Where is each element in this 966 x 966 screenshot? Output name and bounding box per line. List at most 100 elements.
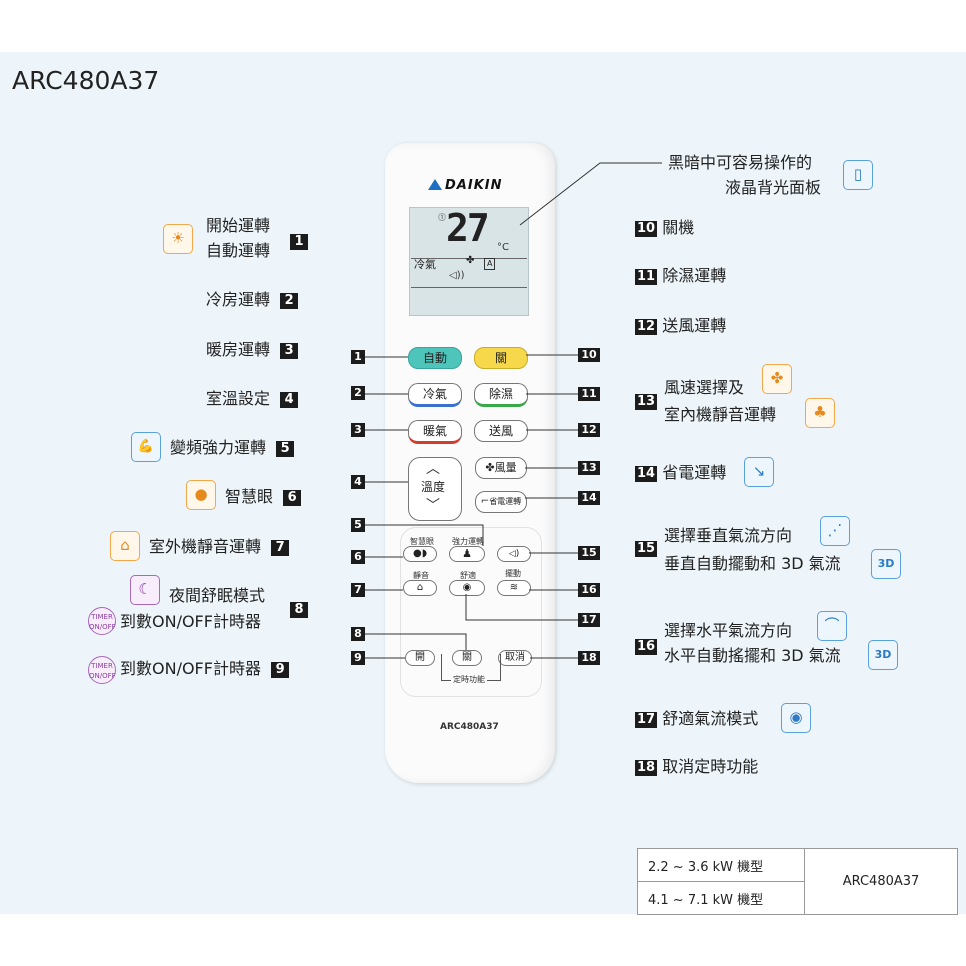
powerful-label: 強力運轉 (452, 537, 484, 546)
callout-6: 6 (351, 550, 365, 564)
label-comfort-text: 舒適氣流模式 (662, 709, 759, 728)
3d-airflow-icon-vertical: 3D (871, 549, 901, 579)
speaker-icon: ◁) (508, 549, 520, 559)
temp-down-icon[interactable]: ﹀ (426, 498, 440, 514)
callout-11: 11 (578, 387, 600, 401)
auto-mode-icon: ☀ (163, 224, 193, 254)
label-dry-text: 除濕運轉 (662, 266, 727, 285)
off-button[interactable]: 關 (474, 347, 528, 369)
callout-15: 15 (578, 546, 600, 560)
label-fan-text: 送風運轉 (662, 316, 727, 335)
label-outdoor-quiet: 室外機靜音運轉 7 (149, 535, 290, 559)
callout-9: 9 (351, 651, 365, 665)
label-number-16: 16 (635, 634, 658, 658)
num-17: 17 (635, 711, 658, 728)
label-fan-speed: 風速選擇及 (664, 378, 745, 397)
label-inverter-powerful: 變頻強力運轉 5 (170, 436, 295, 460)
label-cooling: 冷房運轉 2 (206, 288, 299, 312)
callout-17: 17 (578, 613, 600, 627)
label-inverter-text: 變頻強力運轉 (170, 438, 267, 457)
label-comfort-airflow: 17 舒適氣流模式 (635, 707, 758, 731)
label-temperature-text: 室溫設定 (206, 389, 271, 408)
fan-button[interactable]: 送風 (474, 420, 528, 442)
callout-5: 5 (351, 518, 365, 532)
timer-off-button[interactable]: 關 (452, 650, 482, 666)
night-sleep-icon: ☾ (130, 575, 160, 605)
label-horizontal-airflow: 選擇水平氣流方向 (664, 621, 793, 640)
quiet-button[interactable]: ◁) (497, 546, 531, 562)
smart-eye-button[interactable]: ●◗ (403, 546, 437, 562)
brand-logo: DAIKIN (428, 178, 502, 193)
person-icon: ◉ (462, 582, 472, 593)
label-number-13: 13 (635, 389, 658, 413)
comfort-button[interactable]: ◉ (449, 580, 485, 596)
num-2: 2 (280, 292, 299, 309)
num-13: 13 (635, 393, 658, 410)
callout-2: 2 (351, 386, 365, 400)
brand-name: DAIKIN (445, 178, 503, 193)
powerful-button[interactable]: ♟ (449, 546, 485, 562)
lcd-display (409, 207, 529, 316)
label-smart-eye: 智慧眼 6 (225, 485, 302, 509)
num-6: 6 (283, 489, 302, 506)
smart-eye-feature-icon: ● (186, 480, 216, 510)
swing-button[interactable]: ≋ (497, 580, 531, 596)
auto-button[interactable]: 自動 (408, 347, 462, 369)
callout-18: 18 (578, 651, 600, 665)
num-14: 14 (635, 465, 658, 482)
fan-speed-icon: ✤ (485, 461, 495, 474)
label-countdown-timer-8: 到數ON/OFF計時器 (120, 612, 261, 631)
econo-button[interactable]: ⌐省電運轉 (475, 491, 527, 513)
label-auto-operation: 自動運轉 (206, 241, 271, 260)
num-12: 12 (635, 318, 658, 335)
label-heating-text: 暖房運轉 (206, 340, 271, 359)
callout-1: 1 (351, 350, 365, 364)
temp-up-icon[interactable]: ︿ (426, 461, 440, 477)
num-9: 9 (271, 661, 290, 678)
num-7: 7 (271, 539, 290, 556)
temperature-label: 溫度 (421, 480, 446, 494)
temperature-rocker[interactable] (408, 457, 462, 521)
callout-8: 8 (351, 627, 365, 641)
inverter-powerful-icon: 💪 (131, 432, 161, 462)
swing-icon: ≋ (509, 582, 519, 593)
label-fan: 12 送風運轉 (635, 314, 726, 338)
timer-on-button[interactable]: 開 (405, 650, 435, 666)
econo-feature-icon: ↘ (744, 457, 774, 487)
label-night-sleep: 夜間舒眠模式 (169, 586, 266, 605)
horizontal-airflow-icon: ⌒ (817, 611, 847, 641)
label-vertical-swing-3d: 垂直自動擺動和 3D 氣流 (664, 554, 841, 573)
lcd-temperature: 27 (446, 206, 490, 250)
econo-icon: ⌐ (480, 496, 490, 507)
callout-16: 16 (578, 583, 600, 597)
cancel-timer-button[interactable]: 取消 (498, 650, 532, 666)
label-smart-eye-text: 智慧眼 (225, 487, 274, 506)
outdoor-quiet-button[interactable]: ⌂ (403, 580, 437, 596)
label-start-operation: 開始運轉 (206, 216, 271, 235)
label-countdown-timer-9: 到數ON/OFF計時器 9 (120, 657, 290, 681)
num-10: 10 (635, 220, 658, 237)
quiet-label: 靜音 (413, 571, 429, 580)
vertical-airflow-icon: ⋰ (820, 516, 850, 546)
heat-button[interactable]: 暖氣 (408, 420, 462, 444)
cool-button[interactable]: 冷氣 (408, 383, 462, 407)
smart-eye-icon: ●◗ (413, 548, 427, 559)
label-dry: 11 除濕運轉 (635, 264, 726, 288)
label-backlight-line2: 液晶背光面板 (725, 178, 822, 197)
lower-button-panel (400, 527, 542, 697)
timer-function-label: 定時功能 (451, 674, 487, 685)
label-cancel-text: 取消定時功能 (662, 757, 759, 776)
callout-3: 3 (351, 423, 365, 437)
backlight-icon: ▯ (843, 160, 873, 190)
spec-capacity-2: 4.1 ~ 7.1 kW 機型 (637, 881, 805, 915)
indoor-quiet-icon: ♣ (805, 398, 835, 428)
num-1: 1 (290, 233, 308, 250)
spec-row-1: 2.2 ~ 3.6 kW 機型 ARC480A37 (637, 848, 958, 915)
dry-button[interactable]: 除濕 (474, 383, 528, 407)
fan-speed-button[interactable]: ✤風量 (475, 457, 527, 479)
label-outdoor-quiet-text: 室外機靜音運轉 (149, 537, 262, 556)
comfort-airflow-icon: ◉ (781, 703, 811, 733)
callout-14: 14 (578, 491, 600, 505)
